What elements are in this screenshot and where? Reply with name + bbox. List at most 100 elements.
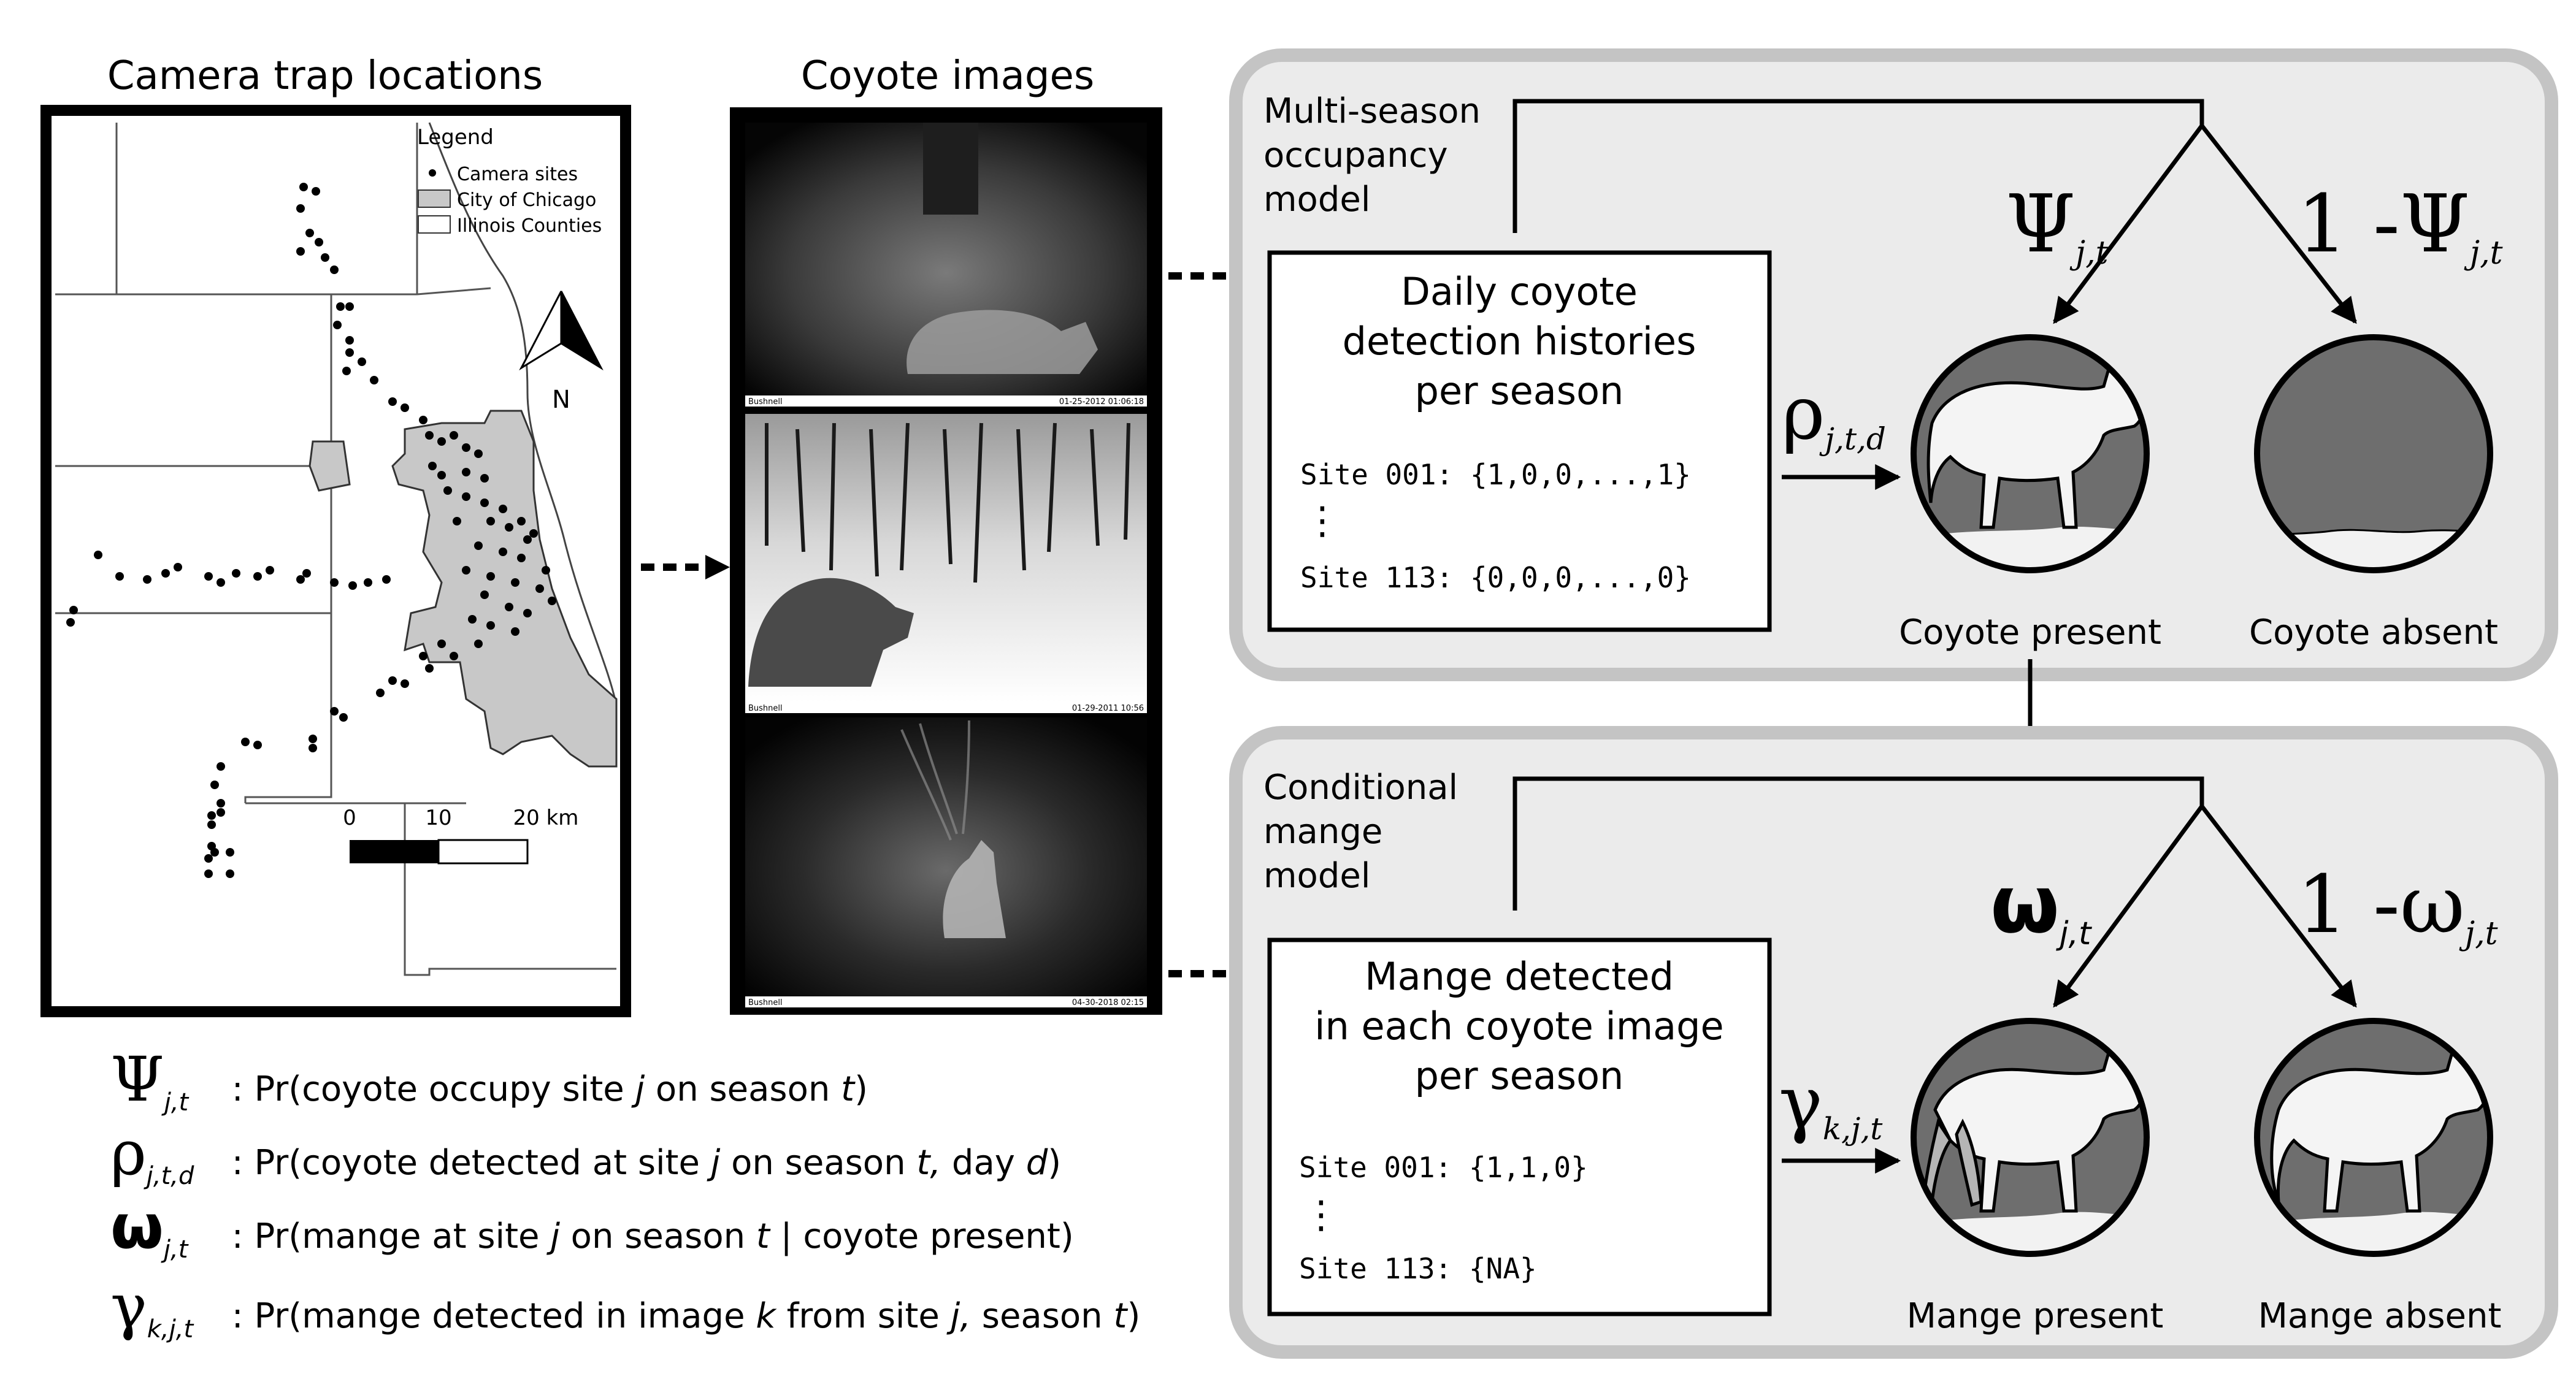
camera-site-49 — [505, 603, 513, 611]
camera-site-47 — [548, 597, 556, 605]
camera-site-95 — [226, 848, 234, 857]
gamma-label: γk,j,t — [1779, 1061, 1883, 1147]
camera-site-38 — [523, 535, 532, 544]
camera-site-54 — [474, 640, 483, 648]
camera-site-69 — [232, 569, 240, 578]
camera-site-97 — [226, 869, 234, 878]
camera-site-66 — [174, 563, 182, 571]
camera-site-17 — [388, 397, 397, 406]
detection-history-box — [1267, 250, 1772, 632]
mange-box-line-2: in each coyote image — [1314, 1004, 1723, 1048]
scale-bar: 0 10 20 km — [343, 806, 579, 865]
map-panel-title: Camera trap locations — [107, 53, 543, 99]
detection-site-113: Site 113: {0,0,0,...,0} — [1300, 561, 1691, 594]
camera-site-32 — [499, 505, 507, 513]
healthy-coyote-figure-icon — [2270, 1044, 2488, 1213]
camera-site-16 — [370, 376, 378, 384]
camera-site-87 — [210, 781, 219, 789]
camera-site-70 — [253, 572, 262, 581]
legend-camera-sites: Camera sites — [457, 164, 578, 185]
camera-site-4 — [305, 229, 314, 237]
camera-site-9 — [336, 302, 345, 311]
camera-site-25 — [428, 462, 437, 470]
camera-site-22 — [450, 431, 458, 440]
def-psi: Ψj,t : Pr(coyote occupy site j on season… — [110, 1044, 868, 1117]
camera-site-15 — [342, 367, 351, 375]
camera-site-5 — [315, 238, 323, 246]
legend-city-of-chicago: City of Chicago — [457, 189, 596, 211]
camera-site-23 — [462, 443, 470, 452]
camera-site-20 — [425, 431, 434, 440]
camera-site-14 — [358, 357, 366, 366]
detection-dots: ⋮ — [1303, 498, 1341, 543]
camera-site-44 — [486, 572, 495, 581]
camera-site-30 — [462, 492, 470, 501]
camera-site-73 — [302, 569, 311, 578]
camera-site-29 — [443, 486, 452, 495]
rho-label: ρj,t,d — [1782, 371, 1886, 457]
mange-title-line-2: mange — [1263, 812, 1382, 852]
occupancy-model-panel: Multi-season occupancy model Ψj,t 1 -Ψj,… — [1229, 48, 2558, 681]
coyote-images-panel: Bushnell 01-25-2012 01:06:18 Bushnell 01… — [730, 107, 1162, 1015]
camera-site-93 — [210, 848, 219, 857]
mange-model-panel: Conditional mange model ωj,t 1 -ωj,t Man… — [1229, 726, 2558, 1359]
camera-site-60 — [388, 676, 397, 685]
mange-absent-circle — [2254, 1018, 2493, 1257]
camera-site-56 — [450, 652, 458, 660]
def-gamma: γk,j,t : Pr(mange detected in image k fr… — [110, 1270, 1140, 1343]
mangy-coyote-figure-icon — [1921, 1044, 2144, 1213]
camera-site-40 — [499, 548, 507, 556]
psi-label: Ψj,t — [2006, 177, 2109, 272]
omega-label: ωj,t — [1990, 858, 2092, 952]
camera-site-37 — [505, 523, 513, 532]
camera-site-51 — [468, 615, 477, 624]
camera-site-36 — [486, 517, 495, 525]
mange-present-circle — [1911, 1018, 2150, 1257]
mange-absent-label: Mange absent — [2258, 1296, 2502, 1336]
scale-label-20km: 20 km — [513, 806, 579, 830]
camera-site-80 — [330, 707, 339, 716]
camera-site-24 — [474, 449, 483, 458]
camera-site-58 — [425, 664, 434, 673]
camera-site-11 — [333, 321, 342, 329]
camera-site-62 — [94, 551, 102, 559]
camera-site-82 — [241, 738, 250, 746]
camera-site-41 — [517, 554, 526, 562]
camera-site-45 — [511, 578, 519, 587]
photo-3-timestamp: 04-30-2018 02:15 — [1072, 998, 1144, 1007]
scale-label-0: 0 — [343, 806, 356, 830]
coyote-photo-night-1: Bushnell 01-25-2012 01:06:18 — [745, 123, 1147, 407]
mange-site-001: Site 001: {1,1,0} — [1299, 1151, 1588, 1184]
camera-site-94 — [204, 854, 213, 863]
camera-site-74 — [330, 578, 339, 587]
camera-site-28 — [480, 474, 489, 483]
mange-detection-box — [1267, 938, 1772, 1316]
coyote-figure-icon — [1926, 361, 2144, 529]
lake-shoreline — [428, 122, 618, 706]
camera-site-83 — [253, 741, 262, 749]
camera-site-50 — [523, 609, 532, 617]
photo-1-brand: Bushnell — [748, 397, 783, 407]
camera-site-67 — [204, 572, 213, 581]
camera-site-18 — [401, 403, 409, 412]
one-minus-psi-label: 1 -Ψj,t — [2297, 177, 2503, 272]
camera-site-79 — [66, 618, 75, 627]
camera-site-7 — [321, 253, 329, 262]
camera-site-72 — [296, 575, 305, 584]
camera-site-75 — [348, 581, 357, 590]
camera-site-64 — [143, 575, 151, 584]
camera-site-90 — [207, 811, 216, 820]
detection-box-line-3: per season — [1415, 369, 1624, 413]
detection-box-line-2: detection histories — [1343, 319, 1696, 364]
def-omega: ωj,t : Pr(mange at site j on season t | … — [110, 1191, 1074, 1264]
camera-site-2 — [312, 187, 320, 196]
camera-site-59 — [401, 679, 409, 688]
camera-site-81 — [339, 713, 348, 722]
photo-2-brand: Bushnell — [748, 704, 783, 713]
north-arrow-icon: N — [519, 291, 604, 414]
map-panel: Legend Camera sites City of Chicago Illi… — [40, 105, 631, 1017]
map-legend: Legend Camera sites City of Chicago Illi… — [417, 125, 602, 237]
camera-site-55 — [437, 640, 446, 648]
camera-site-86 — [217, 762, 225, 771]
camera-site-10 — [345, 302, 354, 311]
